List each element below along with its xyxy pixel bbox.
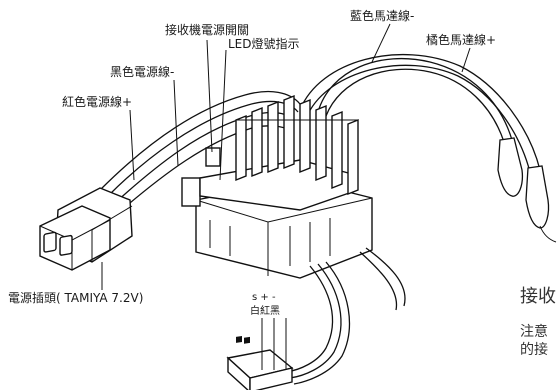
label-signal-colors: 白紅黑 [250, 304, 280, 317]
receiver-switch [181, 177, 201, 207]
leader-lines [101, 23, 471, 370]
label-orange-motor-wire: 橘色馬達線+ [426, 32, 496, 47]
label-led-indicator: LED燈號指示 [228, 36, 300, 51]
motor-wires [299, 54, 557, 243]
label-power-plug: 電源插頭( TAMIYA 7.2V) [8, 291, 143, 305]
side-note-line2: 的接 [520, 341, 548, 358]
side-note-line1: 注意 [520, 323, 548, 340]
motor-wire-end-orange [525, 165, 550, 229]
heatsink [235, 94, 359, 196]
label-blue-motor-wire: 藍色馬達線- [350, 8, 414, 23]
tamiya-plug [39, 187, 133, 271]
label-black-power-wire: 黑色電源線- [110, 64, 174, 79]
label-red-power-wire: 紅色電源線+ [62, 94, 132, 109]
label-receiver-switch: 接收機電源開關 [165, 22, 249, 37]
label-signal-symbols: s + - [252, 292, 276, 303]
motor-wire-end-blue [497, 137, 524, 197]
signal-wire [226, 247, 406, 390]
side-heading: 接收 [520, 286, 556, 307]
led-indicator [205, 147, 221, 167]
